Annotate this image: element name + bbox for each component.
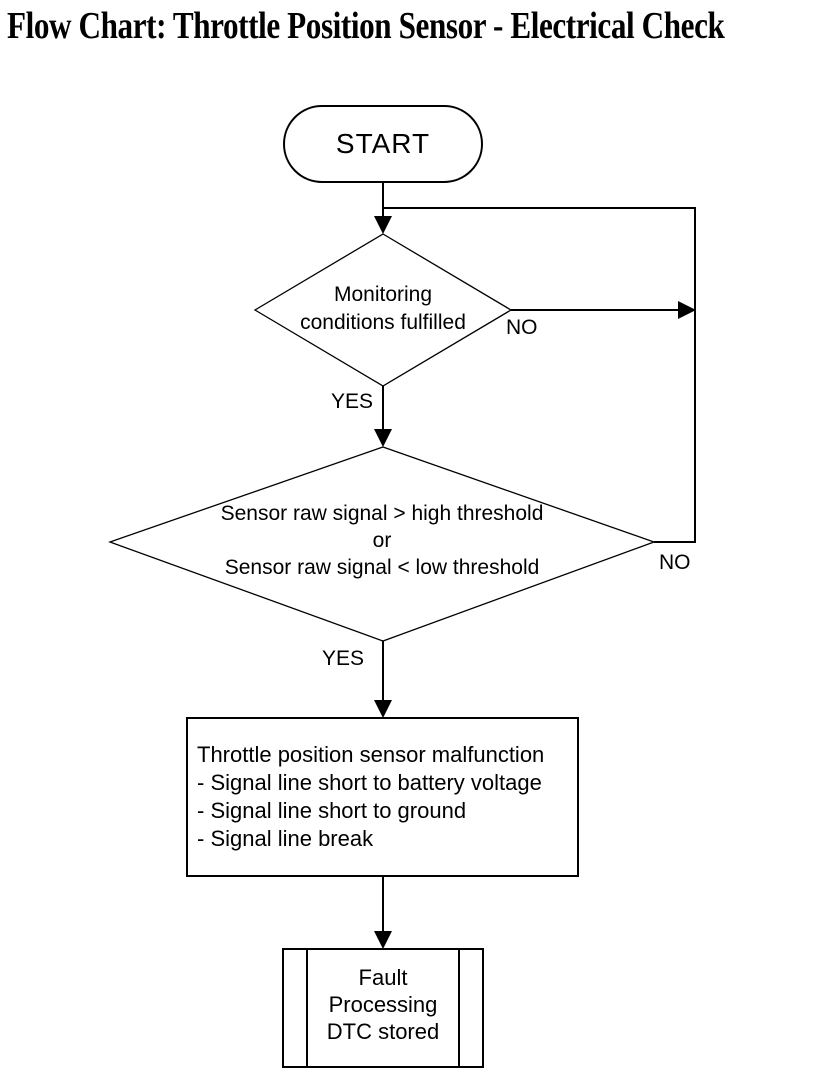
arrowhead-into-decision2 (374, 429, 392, 447)
start-label: START (335, 128, 431, 159)
terminal-node: Fault Processing DTC stored (283, 964, 483, 1045)
decision2-node: Sensor raw signal > high threshold or Se… (112, 500, 652, 581)
terminal-line-2: Processing (328, 992, 438, 1017)
arrowhead-into-process (374, 700, 392, 718)
page-title: Flow Chart: Throttle Position Sensor - E… (7, 5, 725, 47)
process-line-4: - Signal line break (197, 826, 374, 851)
decision2-no-label: NO (659, 551, 691, 574)
decision1-yes-label: YES (331, 390, 374, 413)
arrowhead-decision1-no (678, 301, 696, 319)
decision1-node: Monitoring conditions fulfilled (243, 281, 523, 337)
decision2-line-2: or (372, 529, 392, 552)
process-line-2: - Signal line short to battery voltage (197, 770, 542, 795)
decision1-no-label: NO (506, 316, 538, 339)
decision2-line-3: Sensor raw signal < low threshold (224, 556, 540, 579)
arrowhead-into-decision1 (374, 216, 392, 234)
terminal-line-3: DTC stored (326, 1019, 440, 1044)
no-return-loop-line (383, 207, 696, 542)
process-node: Throttle position sensor malfunction - S… (197, 741, 572, 853)
decision1-line-2: conditions fulfilled (300, 311, 466, 334)
decision1-line-1: Monitoring (333, 283, 433, 306)
terminal-line-1: Fault (358, 965, 408, 990)
start-node: START (283, 105, 483, 183)
terminal-predefined-shape (282, 948, 484, 1068)
decision2-line-1: Sensor raw signal > high threshold (220, 502, 544, 525)
process-line-1: Throttle position sensor malfunction (197, 742, 545, 767)
decision2-yes-label: YES (322, 647, 365, 670)
arrowhead-into-terminal (374, 931, 392, 949)
process-line-3: - Signal line short to ground (197, 798, 467, 823)
